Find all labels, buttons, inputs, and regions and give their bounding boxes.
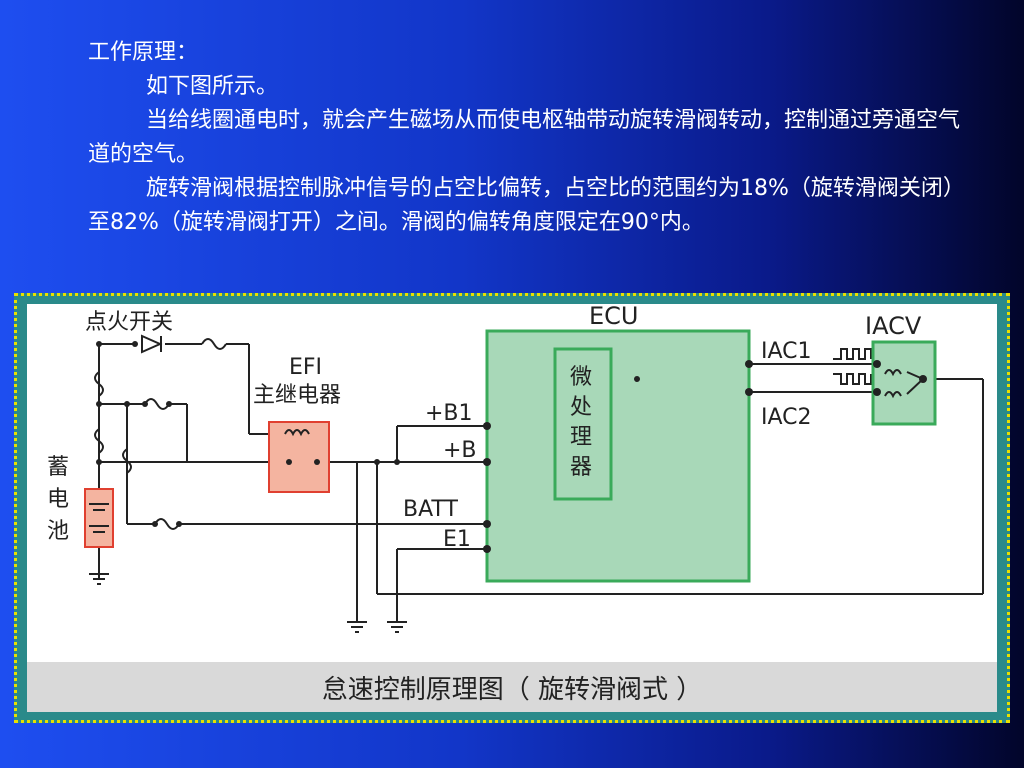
- diagram-frame: 点火开关 EFI 主继电器 蓄 电 池 ECU 微 处 理 器 IACV IAC…: [14, 293, 1010, 723]
- diagram-panel: 点火开关 EFI 主继电器 蓄 电 池 ECU 微 处 理 器 IACV IAC…: [27, 304, 997, 712]
- batt-label: BATT: [403, 497, 458, 522]
- description-text: 工作原理： 如下图所示。 当给线圈通电时，就会产生磁场从而使电枢轴带动旋转滑阀转…: [88, 36, 968, 240]
- ecu-label: ECU: [589, 304, 639, 330]
- diagram-caption: 怠速控制原理图（ 旋转滑阀式 ）: [27, 662, 997, 712]
- b1-label: +B1: [425, 401, 473, 426]
- paragraph-3: 旋转滑阀根据控制脉冲信号的占空比偏转，占空比的范围约为18%（旋转滑阀关闭）至8…: [88, 176, 965, 235]
- e1-label: E1: [443, 527, 471, 552]
- battery-label-2: 电: [47, 487, 69, 512]
- iacv-label: IACV: [865, 312, 922, 340]
- ignition-switch-label: 点火开关: [85, 310, 173, 335]
- efi-label: EFI: [289, 355, 322, 380]
- switch-icon: [132, 334, 163, 354]
- paragraph-1: 如下图所示。: [146, 74, 279, 99]
- heading: 工作原理：: [88, 40, 199, 65]
- main-relay-label: 主继电器: [253, 383, 341, 408]
- b-label: +B: [443, 438, 477, 463]
- paragraph-2: 当给线圈通电时，就会产生磁场从而使电枢轴带动旋转滑阀转动，控制通过旁通空气道的空…: [88, 108, 961, 167]
- microprocessor-label-4: 器: [570, 455, 592, 480]
- microprocessor-box: [553, 347, 613, 501]
- microprocessor-label-1: 微: [570, 365, 592, 390]
- efi-relay-box: [268, 421, 330, 493]
- iacv-box: [871, 340, 937, 426]
- circuit-diagram: 点火开关 EFI 主继电器 蓄 电 池 ECU 微 处 理 器 IACV IAC…: [47, 304, 984, 633]
- ecu-box: [485, 329, 751, 583]
- microprocessor-label-3: 理: [570, 425, 592, 450]
- battery-box: [84, 488, 114, 548]
- battery-label-3: 池: [47, 519, 69, 544]
- microprocessor-label-2: 处: [570, 395, 592, 420]
- battery-label-1: 蓄: [47, 455, 69, 480]
- iac2-label: IAC2: [761, 405, 812, 430]
- iac1-label: IAC1: [761, 339, 812, 364]
